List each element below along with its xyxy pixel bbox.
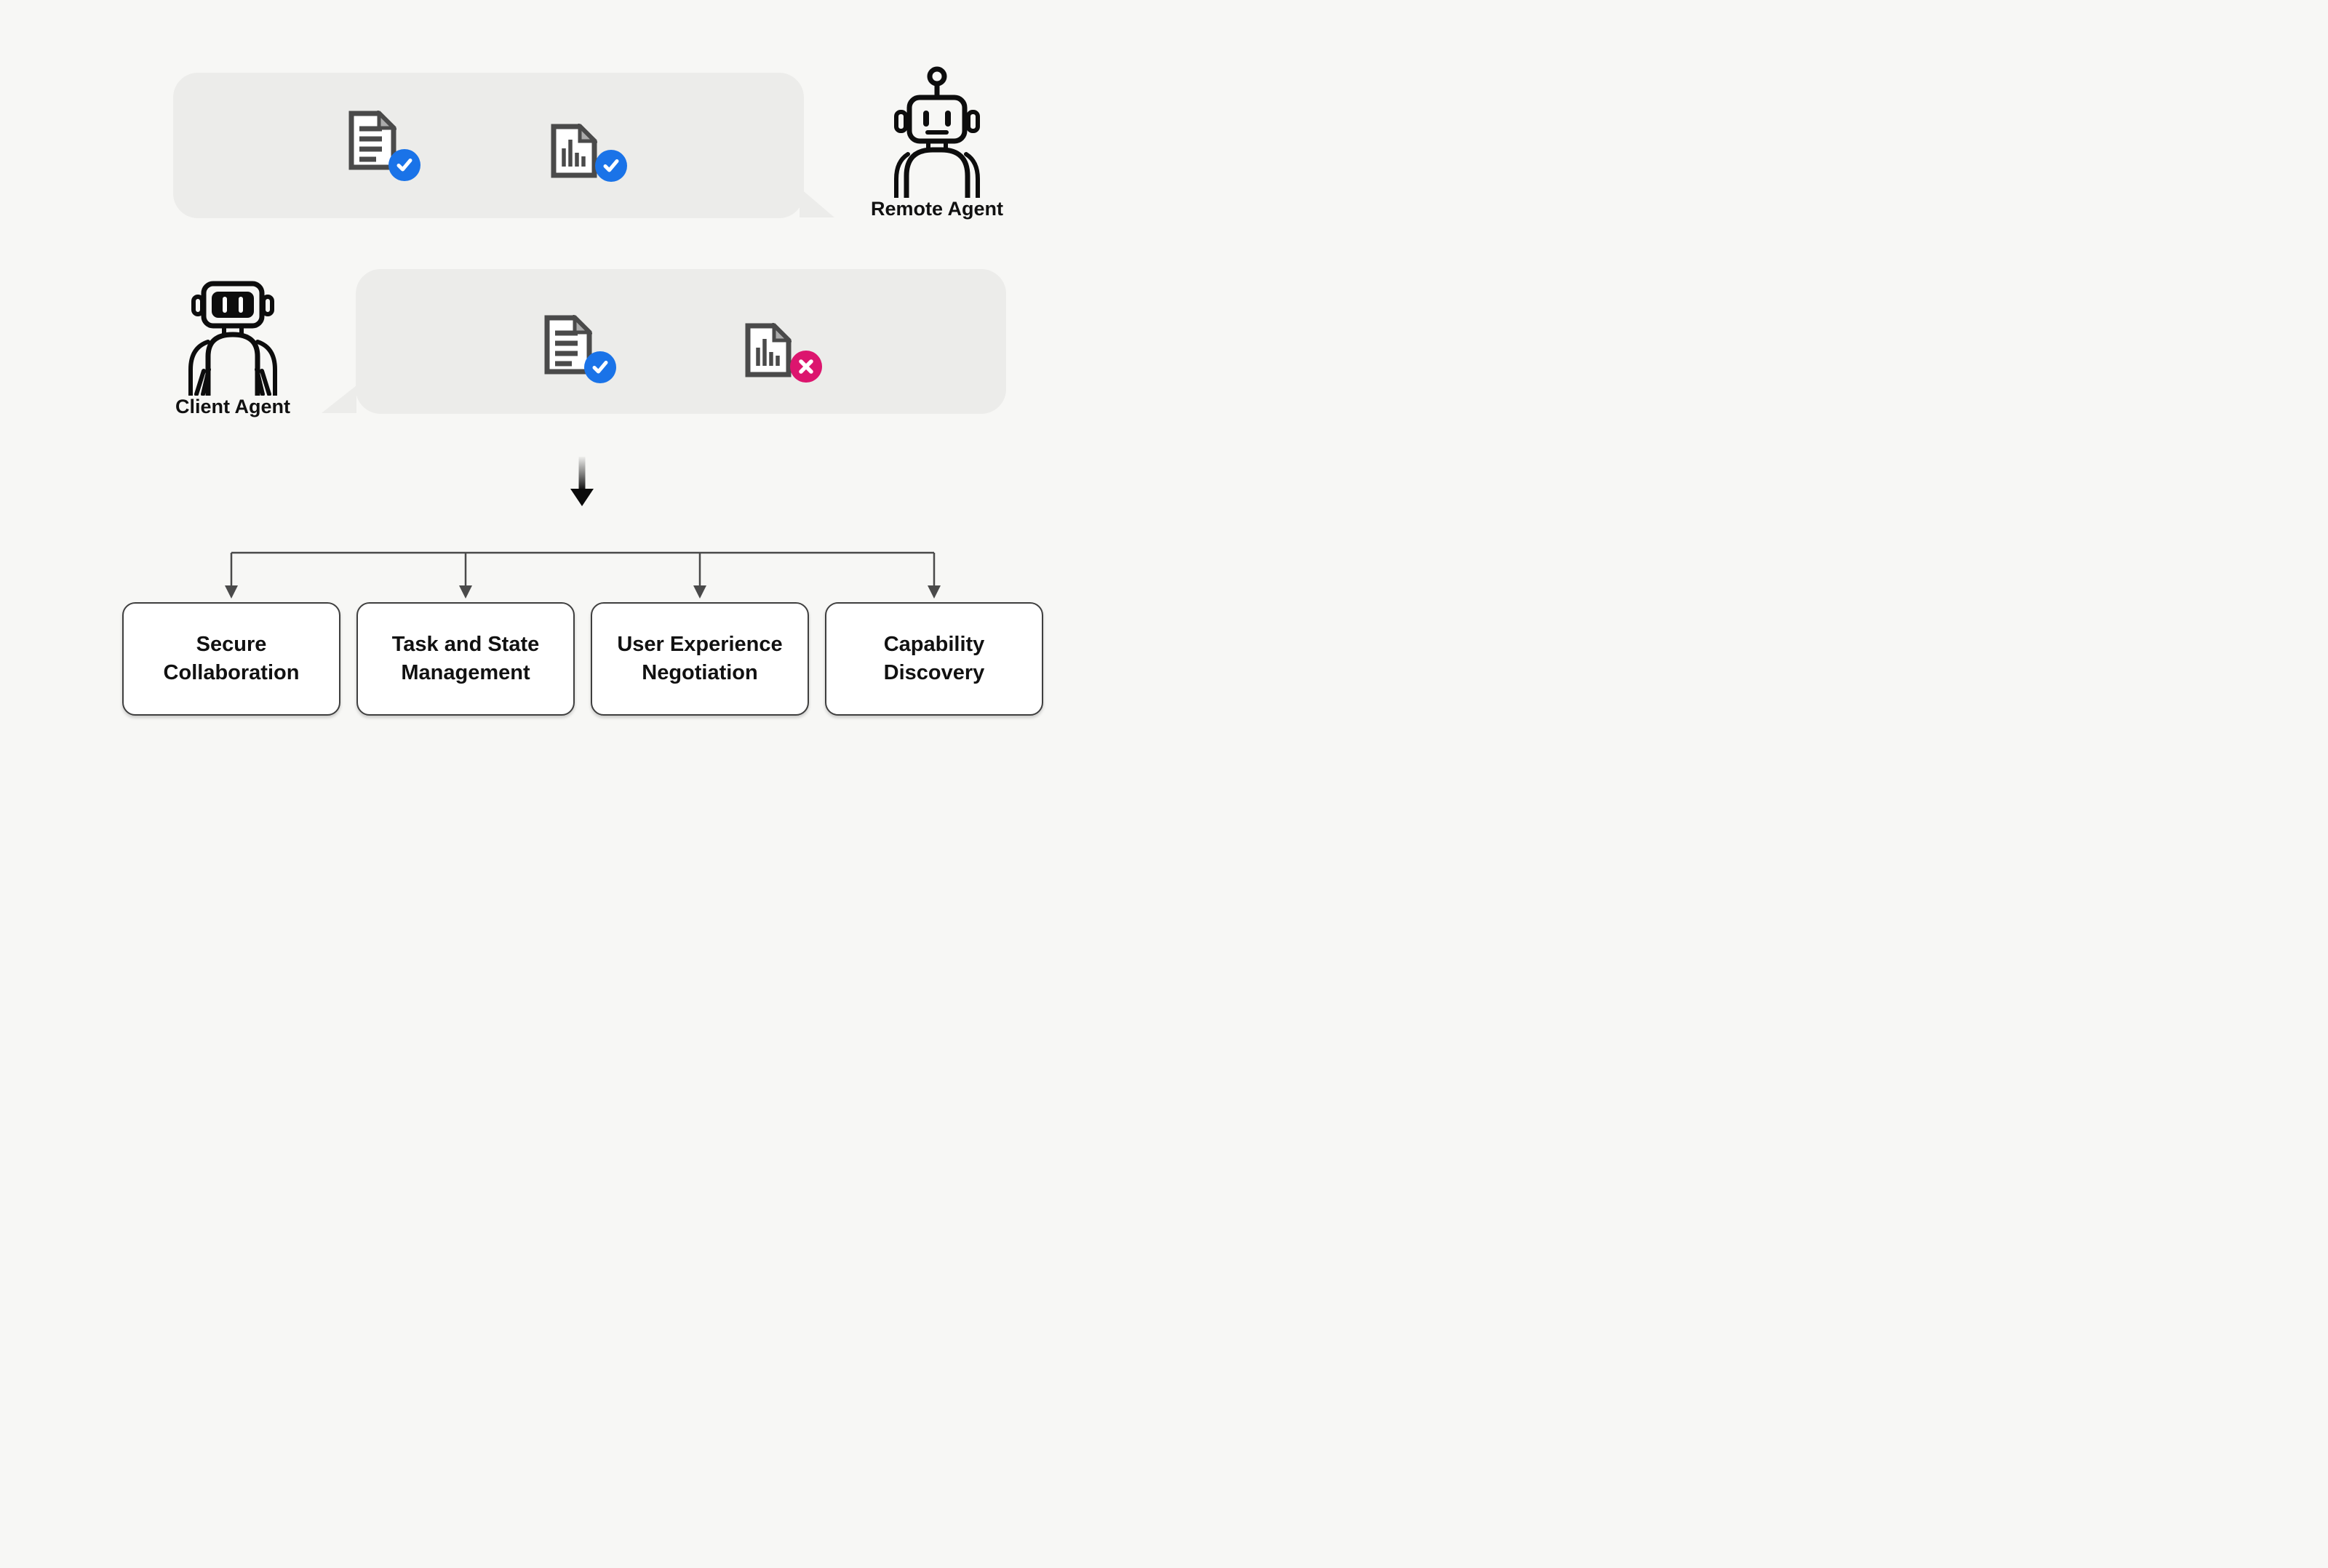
feature-label-line: Capability: [883, 633, 985, 656]
remote-agent-message-bubble: [173, 73, 804, 218]
client-agent-label: Client Agent: [175, 396, 290, 417]
remote-agent: [889, 65, 985, 201]
chart-document-icon: [551, 124, 597, 178]
text-document-icon: [348, 111, 396, 170]
feature-box-secure-collaboration: Secure Collaboration: [122, 602, 340, 716]
feature-box-task-and-state-management: Task and State Management: [356, 602, 575, 716]
check-icon: [396, 159, 412, 172]
approved-check-badge: [388, 149, 420, 181]
cross-icon: [799, 359, 813, 374]
client-agent-robot-icon: [188, 281, 277, 399]
remote-agent-label: Remote Agent: [870, 198, 1003, 220]
feature-label-line: Collaboration: [163, 661, 300, 684]
feature-label-line: Discovery: [883, 661, 985, 684]
feature-box-user-experience-negotiation: User Experience Negotiation: [591, 602, 809, 716]
client-agent: [183, 281, 282, 399]
chart-document-icon: [745, 323, 792, 377]
branch-connector: [225, 551, 941, 599]
a2a-protocol-diagram: Remote Agent Client Agent: [0, 0, 1164, 784]
check-icon: [592, 361, 608, 374]
feature-label-line: Management: [401, 661, 530, 684]
feature-label-line: User Experience: [617, 633, 783, 656]
check-icon: [603, 159, 619, 172]
remote-attachment-chart-document: [551, 124, 631, 196]
remote-bubble-tail: [800, 188, 834, 217]
rejected-cross-badge: [790, 351, 822, 383]
client-agent-message-bubble: [356, 269, 1006, 414]
feature-label-line: Negotiation: [642, 661, 758, 684]
text-document-icon: [544, 315, 592, 375]
client-bubble-tail: [322, 385, 356, 413]
feature-box-capability-discovery: Capability Discovery: [825, 602, 1043, 716]
approved-check-badge: [595, 150, 627, 182]
approved-check-badge: [584, 351, 616, 383]
remote-agent-robot-icon: [894, 66, 980, 201]
remote-attachment-text-document: [348, 111, 421, 183]
feature-label-line: Secure: [196, 633, 267, 656]
client-attachment-chart-document: [745, 323, 825, 396]
flow-down-arrow: [570, 457, 594, 506]
client-attachment-text-document: [544, 315, 617, 388]
feature-label-line: Task and State: [391, 633, 540, 656]
connector-arrowhead: [225, 585, 941, 599]
